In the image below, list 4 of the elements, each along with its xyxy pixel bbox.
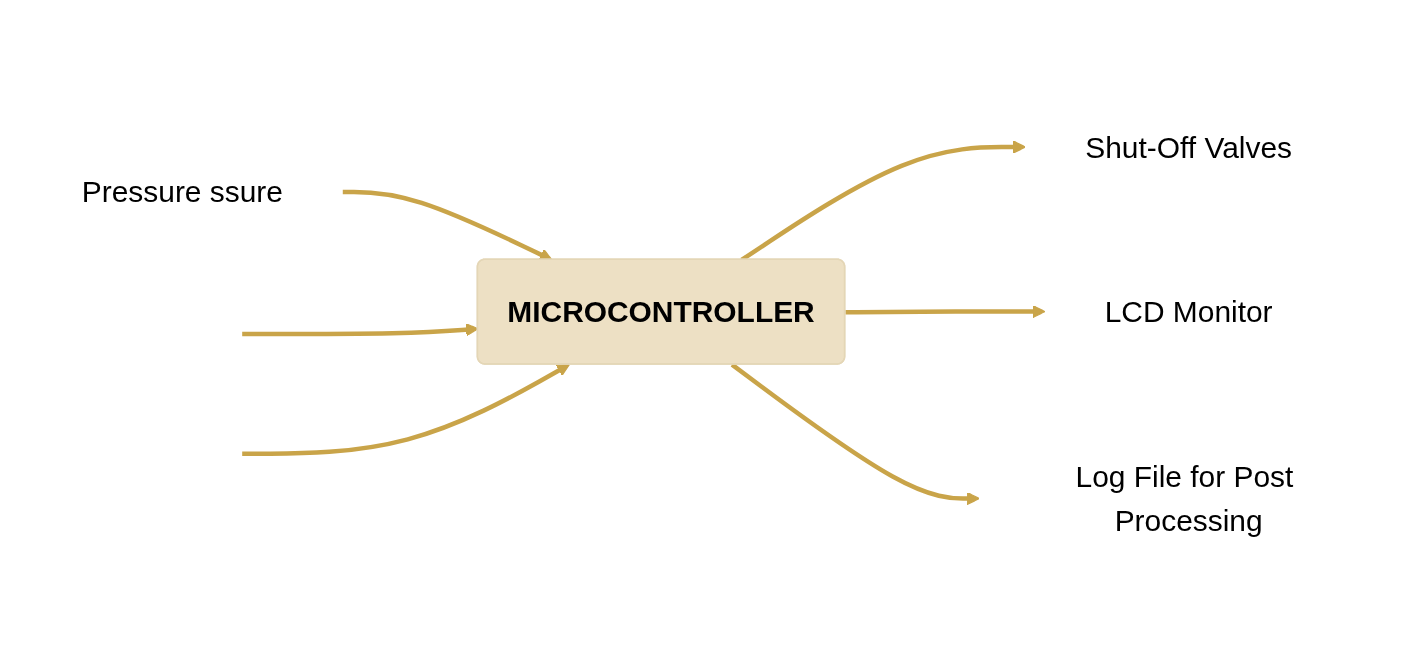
node-text: Pressure ssure bbox=[81, 174, 283, 208]
node-text: LCD Monitor bbox=[1104, 294, 1273, 328]
node-text: Log File for Post Processing bbox=[1075, 459, 1294, 537]
node-text: Shut-Off Valves bbox=[1085, 130, 1293, 163]
